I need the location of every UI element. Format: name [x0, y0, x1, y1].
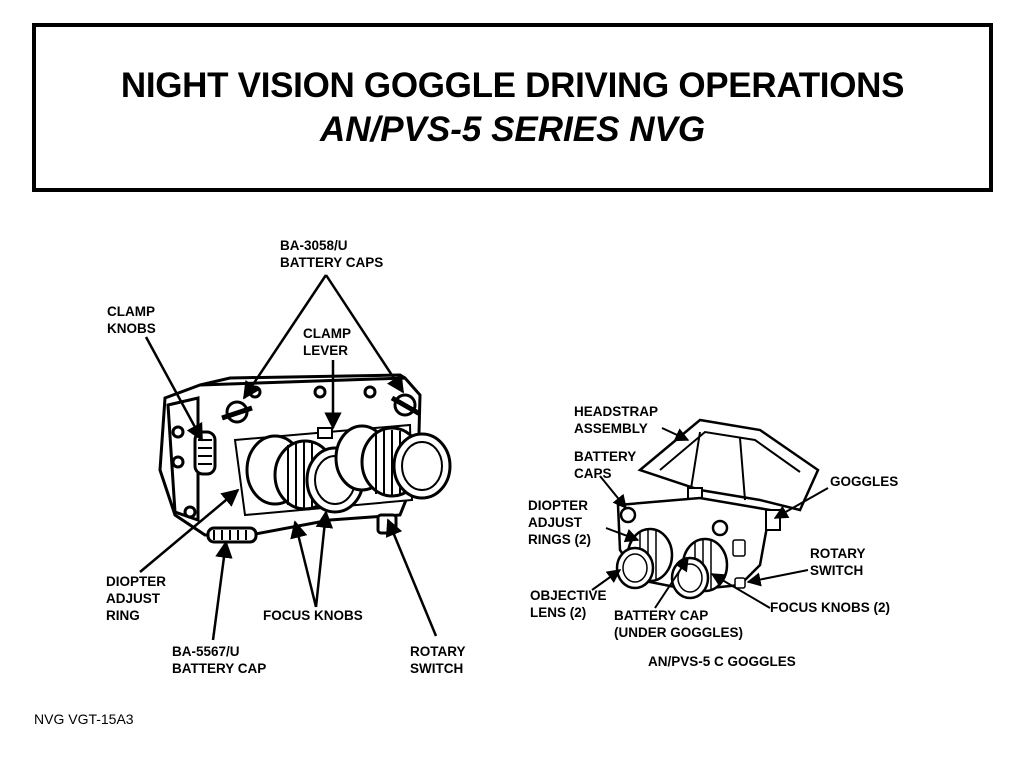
label-rotary-line2: SWITCH: [410, 661, 463, 676]
screw: [171, 455, 185, 469]
label-rotary-right-line2: SWITCH: [810, 563, 863, 578]
label-diopter-line1: DIOPTER: [106, 574, 166, 589]
label-battery-caps-line1: BATTERY: [574, 449, 636, 464]
label-right-caption: AN/PVS-5 C GOGGLES: [648, 654, 796, 669]
diopter-ring: [206, 526, 258, 544]
label-battery-cap-line2: (UNDER GOGGLES): [614, 625, 743, 640]
label-diopter-rings-line3: RINGS (2): [528, 532, 591, 547]
label-clamp-lever-line1: CLAMP: [303, 326, 351, 341]
label-objective-line2: LENS (2): [530, 605, 586, 620]
battery-cap-left: [221, 400, 253, 424]
headstrap: [637, 418, 820, 512]
label-ba3058-line2: BATTERY CAPS: [280, 255, 383, 270]
label-rotary-right-line1: ROTARY: [810, 546, 866, 561]
right-leader-lines: [591, 427, 829, 609]
clamp-lever: [317, 427, 333, 439]
slide-title: NIGHT VISION GOGGLE DRIVING OPERATIONS: [120, 65, 905, 105]
label-objective-line1: OBJECTIVE: [530, 588, 607, 603]
label-diopter-rings-line1: DIOPTER: [528, 498, 588, 513]
label-clamp-knobs-line1: CLAMP: [107, 304, 155, 319]
label-headstrap-line1: HEADSTRAP: [574, 404, 658, 419]
label-ba5567-line1: BA-5567/U: [172, 644, 240, 659]
label-diopter-line3: RING: [106, 608, 140, 623]
label-goggles: GOGGLES: [830, 474, 898, 489]
screw: [183, 505, 197, 519]
label-battery-caps-line2: CAPS: [574, 466, 612, 481]
label-rotary-line1: ROTARY: [410, 644, 466, 659]
slide-footer: NVG VGT-15A3: [34, 711, 134, 727]
left-leader-lines: [139, 274, 438, 641]
battery-cap-right: [390, 393, 422, 417]
right-goggles-illustration: [615, 418, 820, 600]
label-ba5567-line2: BATTERY CAP: [172, 661, 266, 676]
label-focus-knobs-right: FOCUS KNOBS (2): [770, 600, 890, 615]
left-goggles-illustration: [158, 373, 452, 544]
label-battery-cap-line1: BATTERY CAP: [614, 608, 708, 623]
slide-subtitle: AN/PVS-5 SERIES NVG: [319, 109, 706, 149]
label-focus-knobs: FOCUS KNOBS: [263, 608, 363, 623]
title-box: NIGHT VISION GOGGLE DRIVING OPERATIONS A…: [32, 23, 993, 192]
label-diopter-line2: ADJUST: [106, 591, 161, 606]
right-eyepiece: [334, 424, 452, 500]
clamp-knob: [193, 430, 217, 476]
label-headstrap-line2: ASSEMBLY: [574, 421, 648, 436]
label-diopter-rings-line2: ADJUST: [528, 515, 583, 530]
screw: [171, 425, 185, 439]
label-clamp-knobs-line2: KNOBS: [107, 321, 156, 336]
label-ba3058-line1: BA-3058/U: [280, 238, 348, 253]
label-clamp-lever-line2: LEVER: [303, 343, 348, 358]
